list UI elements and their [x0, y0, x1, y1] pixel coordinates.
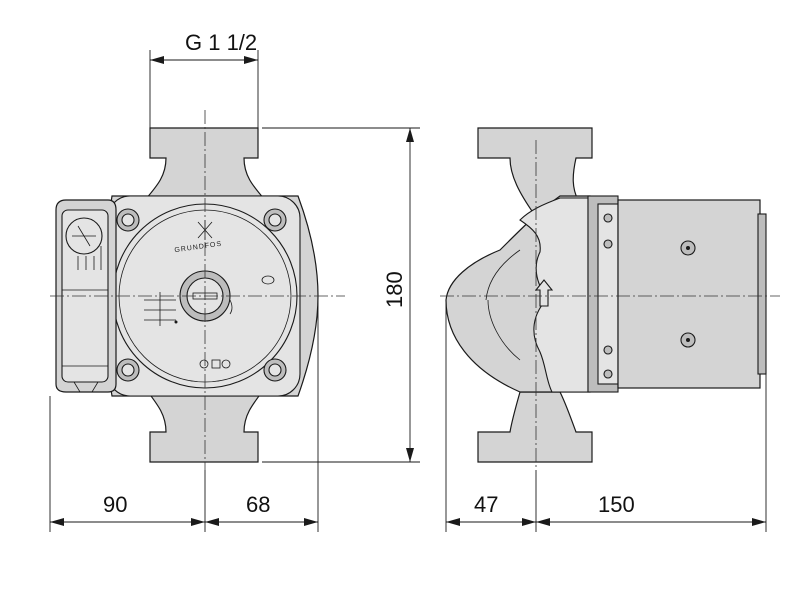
power-symbol-icon — [199, 359, 231, 369]
flange-screw-upper — [603, 239, 613, 249]
bolt-top-right-head — [268, 213, 282, 227]
motor-flange-inner — [597, 203, 619, 385]
corner-bolts — [116, 208, 287, 382]
dim-side-length-label: 150 — [598, 492, 635, 517]
rotation-mark — [229, 299, 233, 315]
dim-connection-label: G 1 1/2 — [185, 30, 257, 55]
dim-height-label: 180 — [382, 271, 407, 308]
bolt-bottom-right-head — [268, 363, 282, 377]
bolt-bottom-left-head — [121, 363, 135, 377]
dim-mid-width-label: 68 — [246, 492, 270, 517]
side-bottom-stub — [477, 391, 593, 463]
bolt-top-left-head — [121, 213, 135, 227]
dimension-lines: G 1 1/2 180 90 68 47 150 — [49, 30, 767, 532]
side-view — [440, 127, 780, 470]
flange-screw-top — [603, 213, 613, 223]
motor-end-cap — [757, 213, 767, 375]
dim-side-depth-label: 47 — [474, 492, 498, 517]
indicator-light — [261, 275, 275, 285]
side-cutaway — [519, 197, 589, 393]
motor-screw-top-center — [686, 246, 690, 250]
flange-screw-bottom — [603, 369, 613, 379]
speed-selector-icon — [144, 292, 178, 326]
motor-housing — [617, 199, 761, 389]
up-arrow-icon — [534, 279, 554, 307]
dim-left-width-label: 90 — [103, 492, 127, 517]
flange-screw-lower — [603, 345, 613, 355]
side-inner-curve — [485, 249, 521, 361]
motor-screw-bottom-center — [686, 338, 690, 342]
front-view: GRUNDFOS — [50, 110, 345, 470]
